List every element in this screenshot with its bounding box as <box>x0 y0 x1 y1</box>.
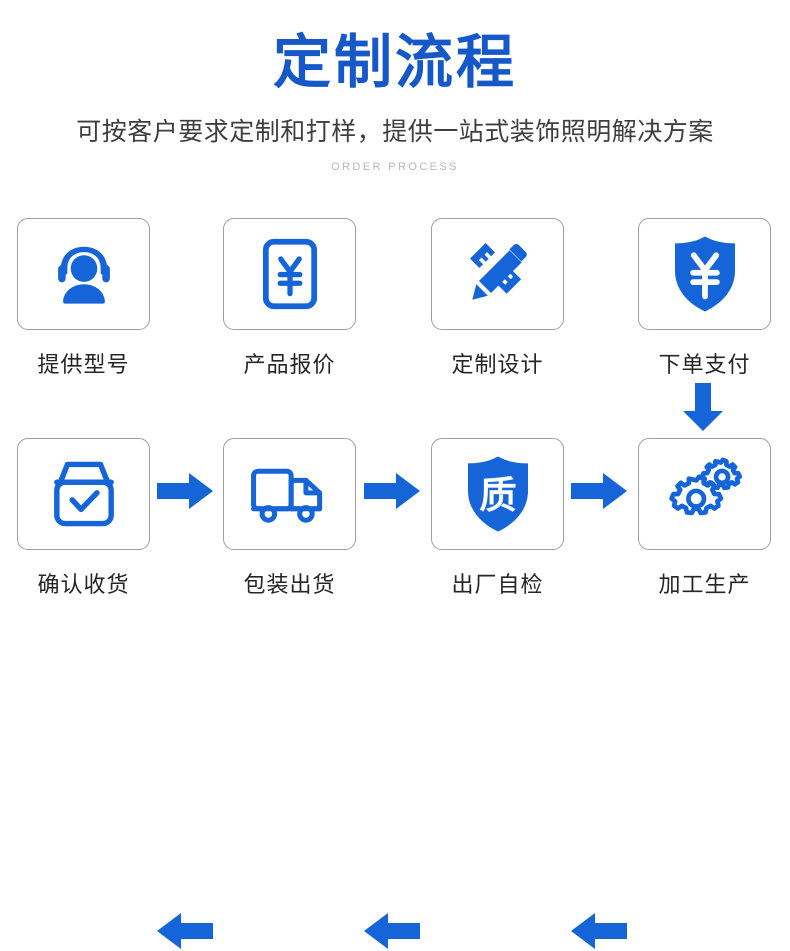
step-card[interactable] <box>638 438 771 550</box>
header: 定制流程 可按客户要求定制和打样，提供一站式装饰照明解决方案 ORDER PRO… <box>0 0 790 174</box>
shield-quality-icon: 质 <box>461 454 535 534</box>
arrow-right-icon-1 <box>155 471 215 511</box>
step-card[interactable] <box>17 218 150 330</box>
arrow-left-icon-1 <box>569 911 629 951</box>
step-card[interactable]: 质 <box>431 438 564 550</box>
page-eyebrow-label: ORDER PROCESS <box>331 161 459 173</box>
flow-step-product-quote[interactable]: 产品报价 <box>223 218 356 379</box>
step-label: 提供型号 <box>37 352 130 377</box>
shield-yen-payment-icon <box>668 234 742 314</box>
pencil-ruler-design-icon <box>459 235 537 313</box>
arrow-left-icon-2 <box>362 911 422 951</box>
flow-step-provide-model[interactable]: 提供型号 <box>17 218 150 379</box>
arrow-down-icon <box>681 381 725 433</box>
arrow-right-icon-3 <box>569 471 629 511</box>
flow-step-factory-inspection[interactable]: 质 出厂自检 <box>431 438 564 599</box>
delivery-truck-icon <box>249 459 331 529</box>
step-label: 定制设计 <box>451 352 544 377</box>
headset-support-icon <box>46 236 122 312</box>
gears-production-icon <box>665 456 745 532</box>
step-card[interactable] <box>431 218 564 330</box>
step-label: 产品报价 <box>243 352 336 377</box>
step-label: 确认收货 <box>37 572 130 597</box>
step-card[interactable] <box>638 218 771 330</box>
step-label: 下单支付 <box>658 352 751 377</box>
flow-step-production[interactable]: 加工生产 <box>638 438 771 599</box>
page-title: 定制流程 <box>272 30 517 95</box>
yen-document-icon <box>254 236 326 312</box>
arrow-right-icon-2 <box>362 471 422 511</box>
box-check-receipt-icon <box>45 457 123 531</box>
step-card[interactable] <box>223 438 356 550</box>
svg-text:质: 质 <box>479 473 517 517</box>
step-label: 出厂自检 <box>451 572 544 597</box>
flow-row-bottom: 确认收货 包装出货 <box>0 438 790 949</box>
flow-step-packing-shipment[interactable]: 包装出货 <box>223 438 356 599</box>
step-card[interactable] <box>17 438 150 550</box>
flow-step-confirm-receipt[interactable]: 确认收货 <box>17 438 150 599</box>
flow-row-top: 提供型号 产品报价 <box>0 218 790 509</box>
step-card[interactable] <box>223 218 356 330</box>
step-label: 包装出货 <box>243 572 336 597</box>
page-subtitle: 可按客户要求定制和打样，提供一站式装饰照明解决方案 <box>76 118 714 146</box>
arrow-left-icon-3 <box>155 911 215 951</box>
step-label: 加工生产 <box>658 572 751 597</box>
flow-step-place-order-pay[interactable]: 下单支付 <box>638 218 771 379</box>
flow-step-custom-design[interactable]: 定制设计 <box>431 218 564 379</box>
